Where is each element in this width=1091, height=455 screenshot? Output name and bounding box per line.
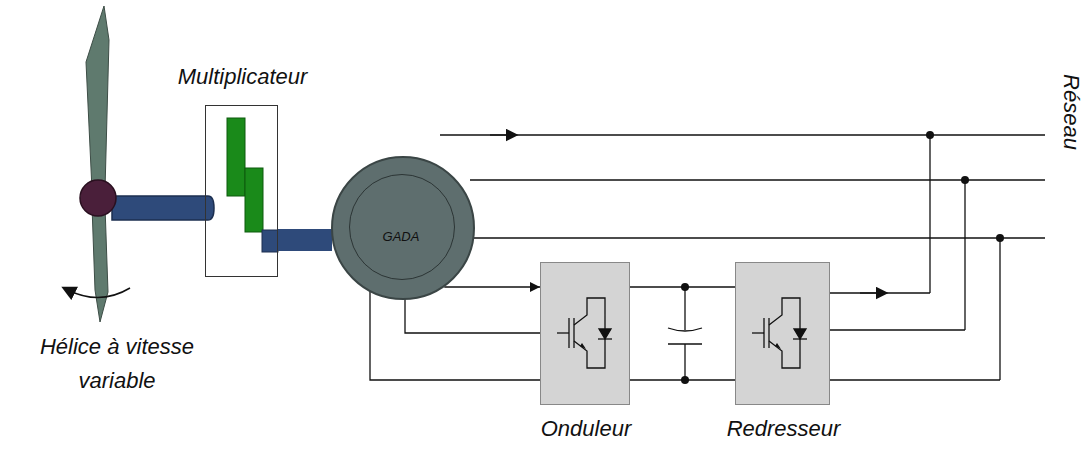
node-label: GADA <box>383 229 420 244</box>
node-heading: Onduleur <box>541 416 632 442</box>
propeller-label: Hélice à vitesse variable <box>2 330 232 398</box>
shaft <box>278 229 332 251</box>
dc-link <box>630 287 735 380</box>
gearbox-box: Multiplicateur <box>205 105 278 277</box>
junction-dots <box>681 131 1004 384</box>
generator-circle: GADA <box>331 156 475 300</box>
rotation-arrow <box>68 288 130 298</box>
gears <box>227 118 278 252</box>
igbt-symbol <box>744 293 814 373</box>
dc-wire <box>630 286 735 287</box>
inverter-box: Onduleur <box>540 262 630 405</box>
rotor-ring <box>349 174 455 280</box>
igbt-symbol <box>549 293 619 373</box>
rotor-wire <box>444 286 540 287</box>
propeller <box>68 6 214 322</box>
node-heading: Redresseur <box>727 416 841 442</box>
node-heading: Multiplicateur <box>178 64 308 90</box>
rectifier-box: Redresseur <box>735 262 830 405</box>
grid-label: Réseau <box>1058 74 1084 150</box>
grid-side-wires <box>830 293 1000 380</box>
